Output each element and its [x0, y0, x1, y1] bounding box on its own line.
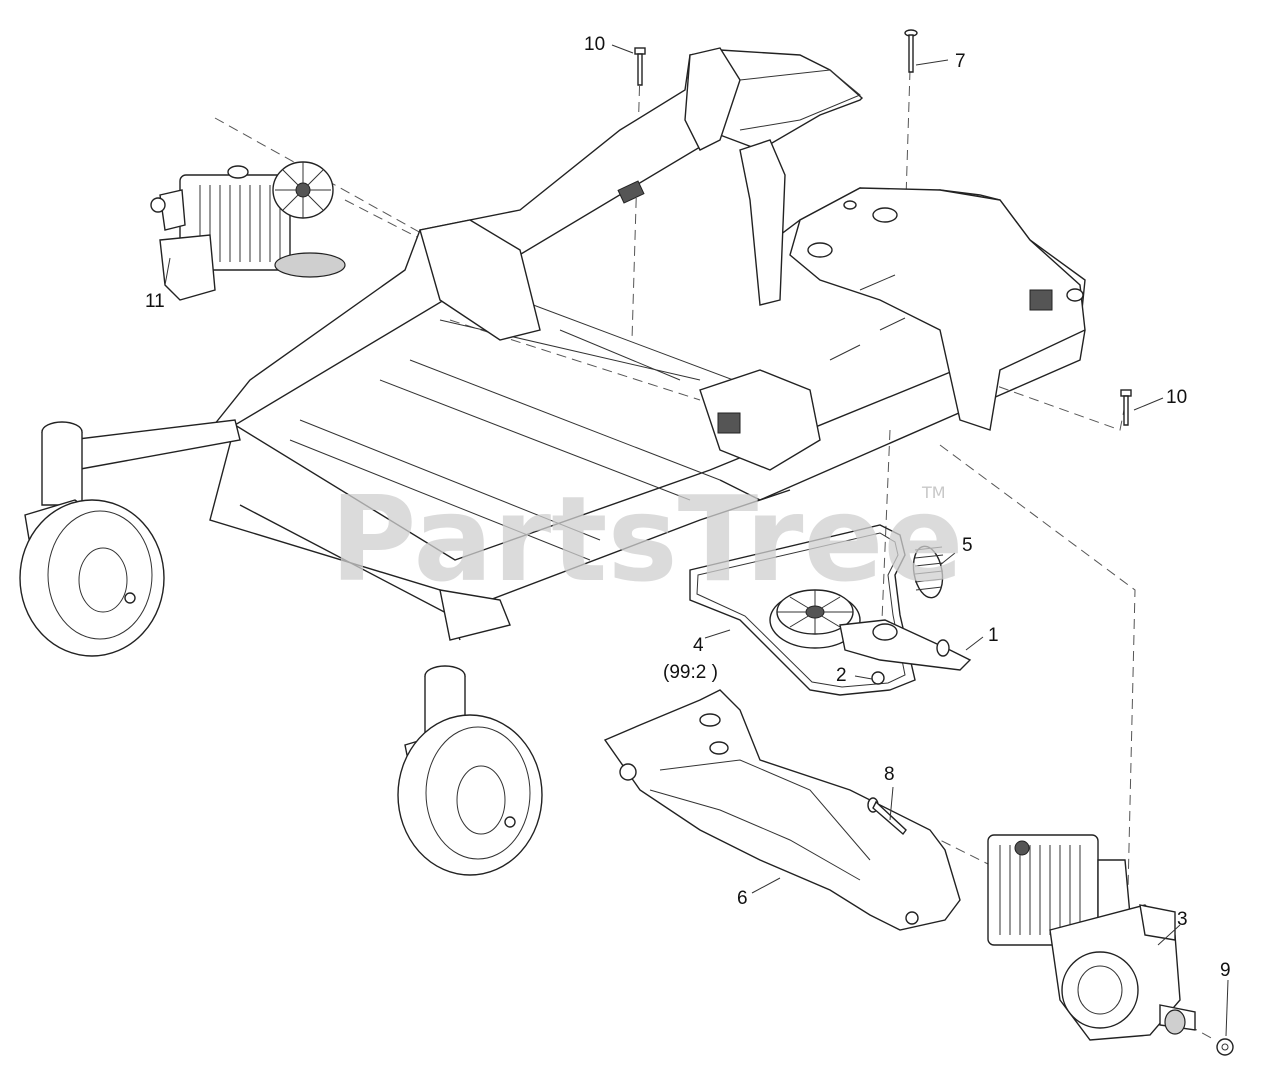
watermark-trademark: TM [921, 483, 946, 502]
washer-2 [871, 671, 885, 685]
callout-1: 1 [988, 625, 999, 646]
bolt-8 [867, 797, 907, 836]
transmission-left-11 [150, 161, 346, 301]
idler-pulley [769, 589, 861, 649]
extension-spring-5 [912, 545, 944, 599]
callout-3: 3 [1177, 909, 1188, 930]
bolt-10-top [634, 47, 646, 86]
transmission-bracket-6 [603, 689, 961, 931]
callout-6: 6 [737, 888, 748, 909]
drive-belt-4 [689, 524, 916, 696]
nut-9 [1216, 1038, 1234, 1056]
callout-4: 4 [693, 635, 704, 656]
callout-5: 5 [962, 535, 973, 556]
bolt-7 [904, 29, 918, 73]
callout-10-right: 10 [1166, 387, 1187, 408]
mower-frame [69, 47, 1086, 641]
caster-wheel-left [19, 421, 165, 657]
callout-8: 8 [884, 764, 895, 785]
callout-2: 2 [836, 665, 847, 686]
watermark: PartsTree TM [330, 470, 964, 608]
idler-arm-1 [839, 619, 972, 685]
leader-lines [164, 44, 1229, 1037]
caster-wheel-right [397, 665, 543, 876]
callout-10-top: 10 [584, 34, 605, 55]
callout-9: 9 [1220, 960, 1231, 981]
bolt-10-right [1120, 389, 1132, 426]
callout-labels: 10 7 10 11 5 1 2 4 (99:2 ) 8 6 3 9 [145, 34, 1231, 981]
callout-7: 7 [955, 51, 966, 72]
callout-4-note: (99:2 ) [663, 662, 718, 683]
watermark-text: PartsTree [330, 470, 964, 608]
callout-11: 11 [145, 291, 165, 312]
transmission-right-3 [987, 834, 1196, 1041]
